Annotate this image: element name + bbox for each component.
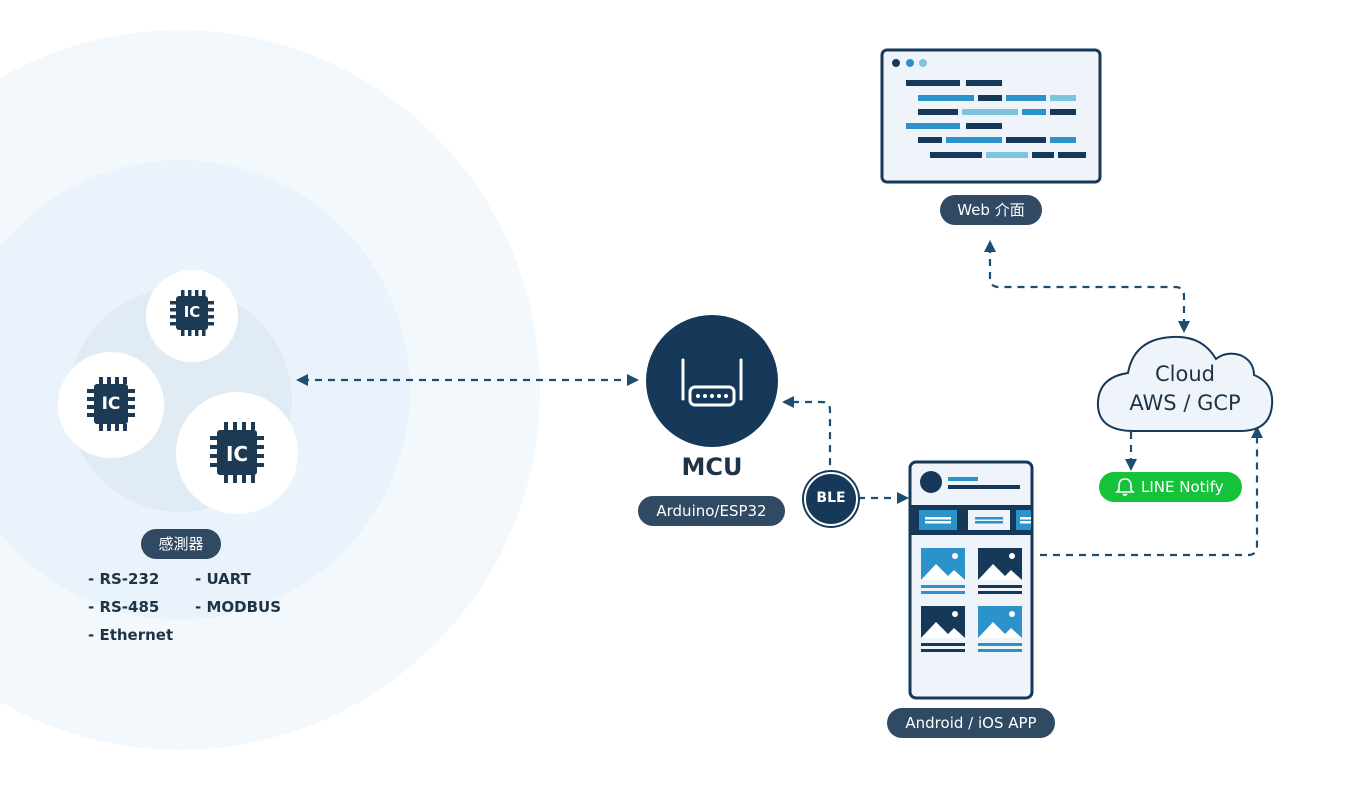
cloud-providers: AWS / GCP [1129,391,1241,415]
cloud-title: Cloud [1155,362,1215,386]
protocol-rs485: - RS-485 [88,598,160,616]
mcu-subtitle: Arduino/ESP32 [638,496,785,526]
mcu-ble-link [792,400,832,475]
mcu-title: MCU [681,453,743,481]
app-cloud-link [1040,426,1263,557]
sensor-chip-1: IC [146,270,238,362]
chip-label: IC [225,442,249,466]
protocol-uart: - UART [195,570,251,588]
cloud-label: Cloud AWS / GCP [1104,360,1266,418]
image-thumb [921,548,965,594]
sensor-label: 感測器 [141,529,221,559]
mcu-node [646,315,778,447]
cloud-icon [1096,335,1274,432]
chip-label: IC [183,303,201,321]
protocol-ethernet: - Ethernet [88,626,174,644]
chip-icon [170,290,214,336]
line-notify-badge: LINE Notify [1099,472,1242,502]
ble-badge: BLE [804,472,858,526]
ble-label: BLE [816,490,846,506]
protocol-rs232: - RS-232 [88,570,160,588]
web-cloud-link [984,240,1190,333]
router-icon [681,358,743,407]
mobile-app-phone [908,460,1034,700]
bell-icon [1115,478,1135,496]
chip-icon [210,422,264,483]
web-browser-window [880,48,1102,184]
web-label: Web 介面 [940,195,1042,225]
protocol-modbus: - MODBUS [195,598,281,616]
line-notify-label: LINE Notify [1141,478,1224,496]
sensor-chip-2: IC [58,352,164,458]
chip-icon [87,377,135,431]
sensor-chip-3: IC [176,392,298,514]
app-label: Android / iOS APP [887,708,1055,738]
chip-label: IC [101,394,121,414]
